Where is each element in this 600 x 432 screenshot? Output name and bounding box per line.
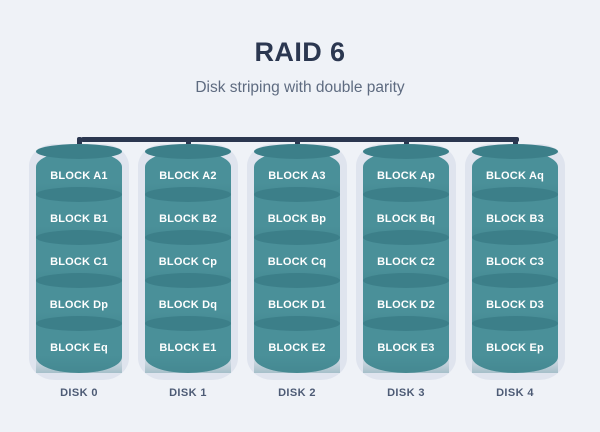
block-top-ellipse <box>36 316 122 331</box>
block-label: BLOCK B1 <box>50 213 108 225</box>
block-label: BLOCK Eq <box>50 342 108 354</box>
block-top-ellipse <box>254 187 340 202</box>
disk-block[interactable]: BLOCK Eq <box>36 316 122 373</box>
block-stack: BLOCK A2 BLOCK B2 BLOCK Cp BLOCK Dq BLOCK E1 <box>145 144 231 373</box>
disk-block[interactable]: BLOCK E3 <box>363 316 449 373</box>
block-bottom-shading <box>254 355 340 373</box>
block-stack: BLOCK A3 BLOCK Bp BLOCK Cq BLOCK D1 BLOCK E2 <box>254 144 340 373</box>
disk-label-4: DISK 4 <box>496 387 534 399</box>
disk-column-0[interactable]: BLOCK A1 BLOCK B1 BLOCK C1 BLOCK Dp BLOCK Eq… <box>29 144 129 399</box>
block-label: BLOCK A3 <box>268 170 326 182</box>
disk-label-3: DISK 3 <box>387 387 425 399</box>
disk-column-1[interactable]: BLOCK A2 BLOCK B2 BLOCK Cp BLOCK Dq BLOCK E1… <box>138 144 238 399</box>
block-top-ellipse <box>145 144 231 159</box>
block-label: BLOCK D3 <box>486 299 544 311</box>
block-top-ellipse <box>363 230 449 245</box>
block-top-ellipse <box>363 187 449 202</box>
block-label: BLOCK Cq <box>267 256 327 268</box>
block-label: BLOCK A1 <box>50 170 108 182</box>
block-bottom-shading <box>36 355 122 373</box>
block-top-ellipse <box>36 273 122 288</box>
block-label: BLOCK Ap <box>376 170 436 182</box>
diagram-header: RAID 6 Disk striping with double parity <box>0 36 600 99</box>
block-label: BLOCK B3 <box>486 213 544 225</box>
disk-block[interactable]: BLOCK E1 <box>145 316 231 373</box>
page-subtitle: Disk striping with double parity <box>195 79 405 96</box>
block-top-ellipse <box>36 187 122 202</box>
disk-column-4[interactable]: BLOCK Aq BLOCK B3 BLOCK C3 BLOCK D3 BLOCK Ep… <box>465 144 565 399</box>
disk-label-2: DISK 2 <box>278 387 316 399</box>
block-label: BLOCK Dq <box>158 299 218 311</box>
disk-label-1: DISK 1 <box>169 387 207 399</box>
block-label: BLOCK B2 <box>159 213 217 225</box>
block-top-ellipse <box>145 316 231 331</box>
block-label: BLOCK E2 <box>268 342 326 354</box>
block-bottom-shading <box>363 355 449 373</box>
block-top-ellipse <box>472 144 558 159</box>
block-label: BLOCK C3 <box>486 256 544 268</box>
block-top-ellipse <box>145 273 231 288</box>
raid-controller-bus <box>81 137 519 142</box>
block-stack: BLOCK Aq BLOCK B3 BLOCK C3 BLOCK D3 BLOCK Ep <box>472 144 558 373</box>
block-bottom-shading <box>472 355 558 373</box>
block-top-ellipse <box>472 273 558 288</box>
disk-column-3[interactable]: BLOCK Ap BLOCK Bq BLOCK C2 BLOCK D2 BLOCK E3… <box>356 144 456 399</box>
block-top-ellipse <box>145 230 231 245</box>
block-label: BLOCK D1 <box>268 299 326 311</box>
block-top-ellipse <box>363 273 449 288</box>
block-label: BLOCK A2 <box>159 170 217 182</box>
block-label: BLOCK Cp <box>158 256 218 268</box>
block-top-ellipse <box>472 316 558 331</box>
block-label: BLOCK Ep <box>486 342 544 354</box>
block-label: BLOCK D2 <box>377 299 435 311</box>
disk-block[interactable]: BLOCK E2 <box>254 316 340 373</box>
page-title: RAID 6 <box>254 37 346 67</box>
block-top-ellipse <box>145 187 231 202</box>
disk-label-0: DISK 0 <box>60 387 98 399</box>
block-top-ellipse <box>254 230 340 245</box>
block-top-ellipse <box>472 230 558 245</box>
block-label: BLOCK C2 <box>377 256 435 268</box>
block-stack: BLOCK Ap BLOCK Bq BLOCK C2 BLOCK D2 BLOCK E3 <box>363 144 449 373</box>
block-label: BLOCK Aq <box>485 170 545 182</box>
block-top-ellipse <box>254 316 340 331</box>
disk-block[interactable]: BLOCK Ep <box>472 316 558 373</box>
block-label: BLOCK Bp <box>267 213 327 225</box>
block-top-ellipse <box>472 187 558 202</box>
block-label: BLOCK C1 <box>50 256 108 268</box>
disk-column-2[interactable]: BLOCK A3 BLOCK Bp BLOCK Cq BLOCK D1 BLOCK E2… <box>247 144 347 399</box>
block-top-ellipse <box>254 273 340 288</box>
block-top-ellipse <box>36 144 122 159</box>
block-label: BLOCK Dp <box>49 299 109 311</box>
block-top-ellipse <box>254 144 340 159</box>
block-label: BLOCK E3 <box>377 342 435 354</box>
block-top-ellipse <box>363 316 449 331</box>
block-bottom-shading <box>145 355 231 373</box>
block-top-ellipse <box>36 230 122 245</box>
block-top-ellipse <box>363 144 449 159</box>
block-label: BLOCK Bq <box>376 213 436 225</box>
block-label: BLOCK E1 <box>159 342 217 354</box>
block-stack: BLOCK A1 BLOCK B1 BLOCK C1 BLOCK Dp BLOCK Eq <box>36 144 122 373</box>
